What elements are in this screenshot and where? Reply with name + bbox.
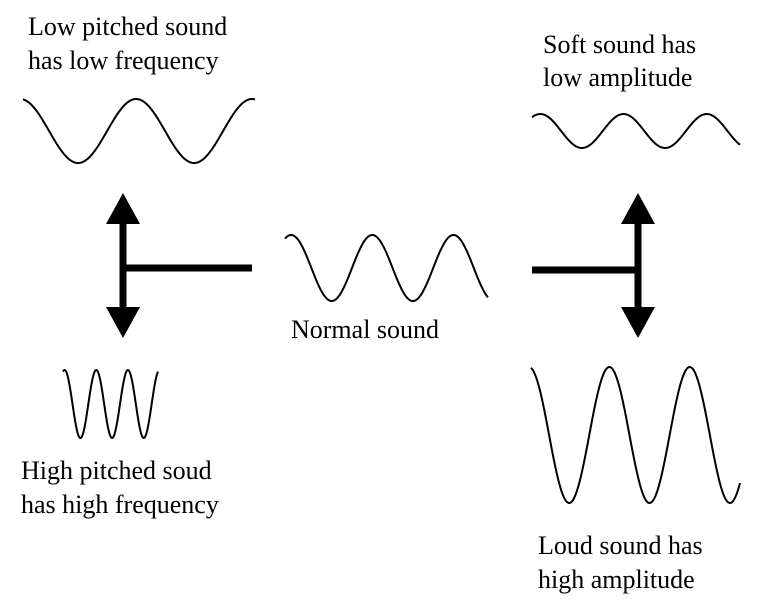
normal-sound-caption: Normal sound bbox=[291, 315, 440, 344]
high-pitch-caption-line2: has high frequency bbox=[21, 490, 219, 519]
low-pitch-caption-line1: Low pitched sound bbox=[28, 12, 228, 41]
normal-sound-wave bbox=[284, 233, 489, 303]
loud-sound-caption-line1: Loud sound has bbox=[538, 531, 703, 560]
low-frequency-wave bbox=[22, 97, 256, 165]
high-pitch-caption-line1: High pitched soud bbox=[21, 456, 212, 485]
soft-sound-caption-line1: Soft sound has bbox=[543, 30, 697, 59]
arrow-up-left bbox=[106, 193, 140, 224]
soft-sound-wave bbox=[531, 113, 741, 149]
soft-sound-caption-line2: low amplitude bbox=[543, 63, 693, 92]
high-frequency-wave bbox=[62, 368, 159, 440]
arrow-down-left bbox=[106, 307, 140, 338]
low-pitch-caption-line2: has low frequency bbox=[28, 46, 219, 75]
loud-sound-wave bbox=[530, 365, 741, 505]
arrow-down-right bbox=[621, 307, 655, 338]
loud-sound-caption-line2: high amplitude bbox=[538, 565, 695, 594]
arrow-up-right bbox=[621, 193, 655, 224]
